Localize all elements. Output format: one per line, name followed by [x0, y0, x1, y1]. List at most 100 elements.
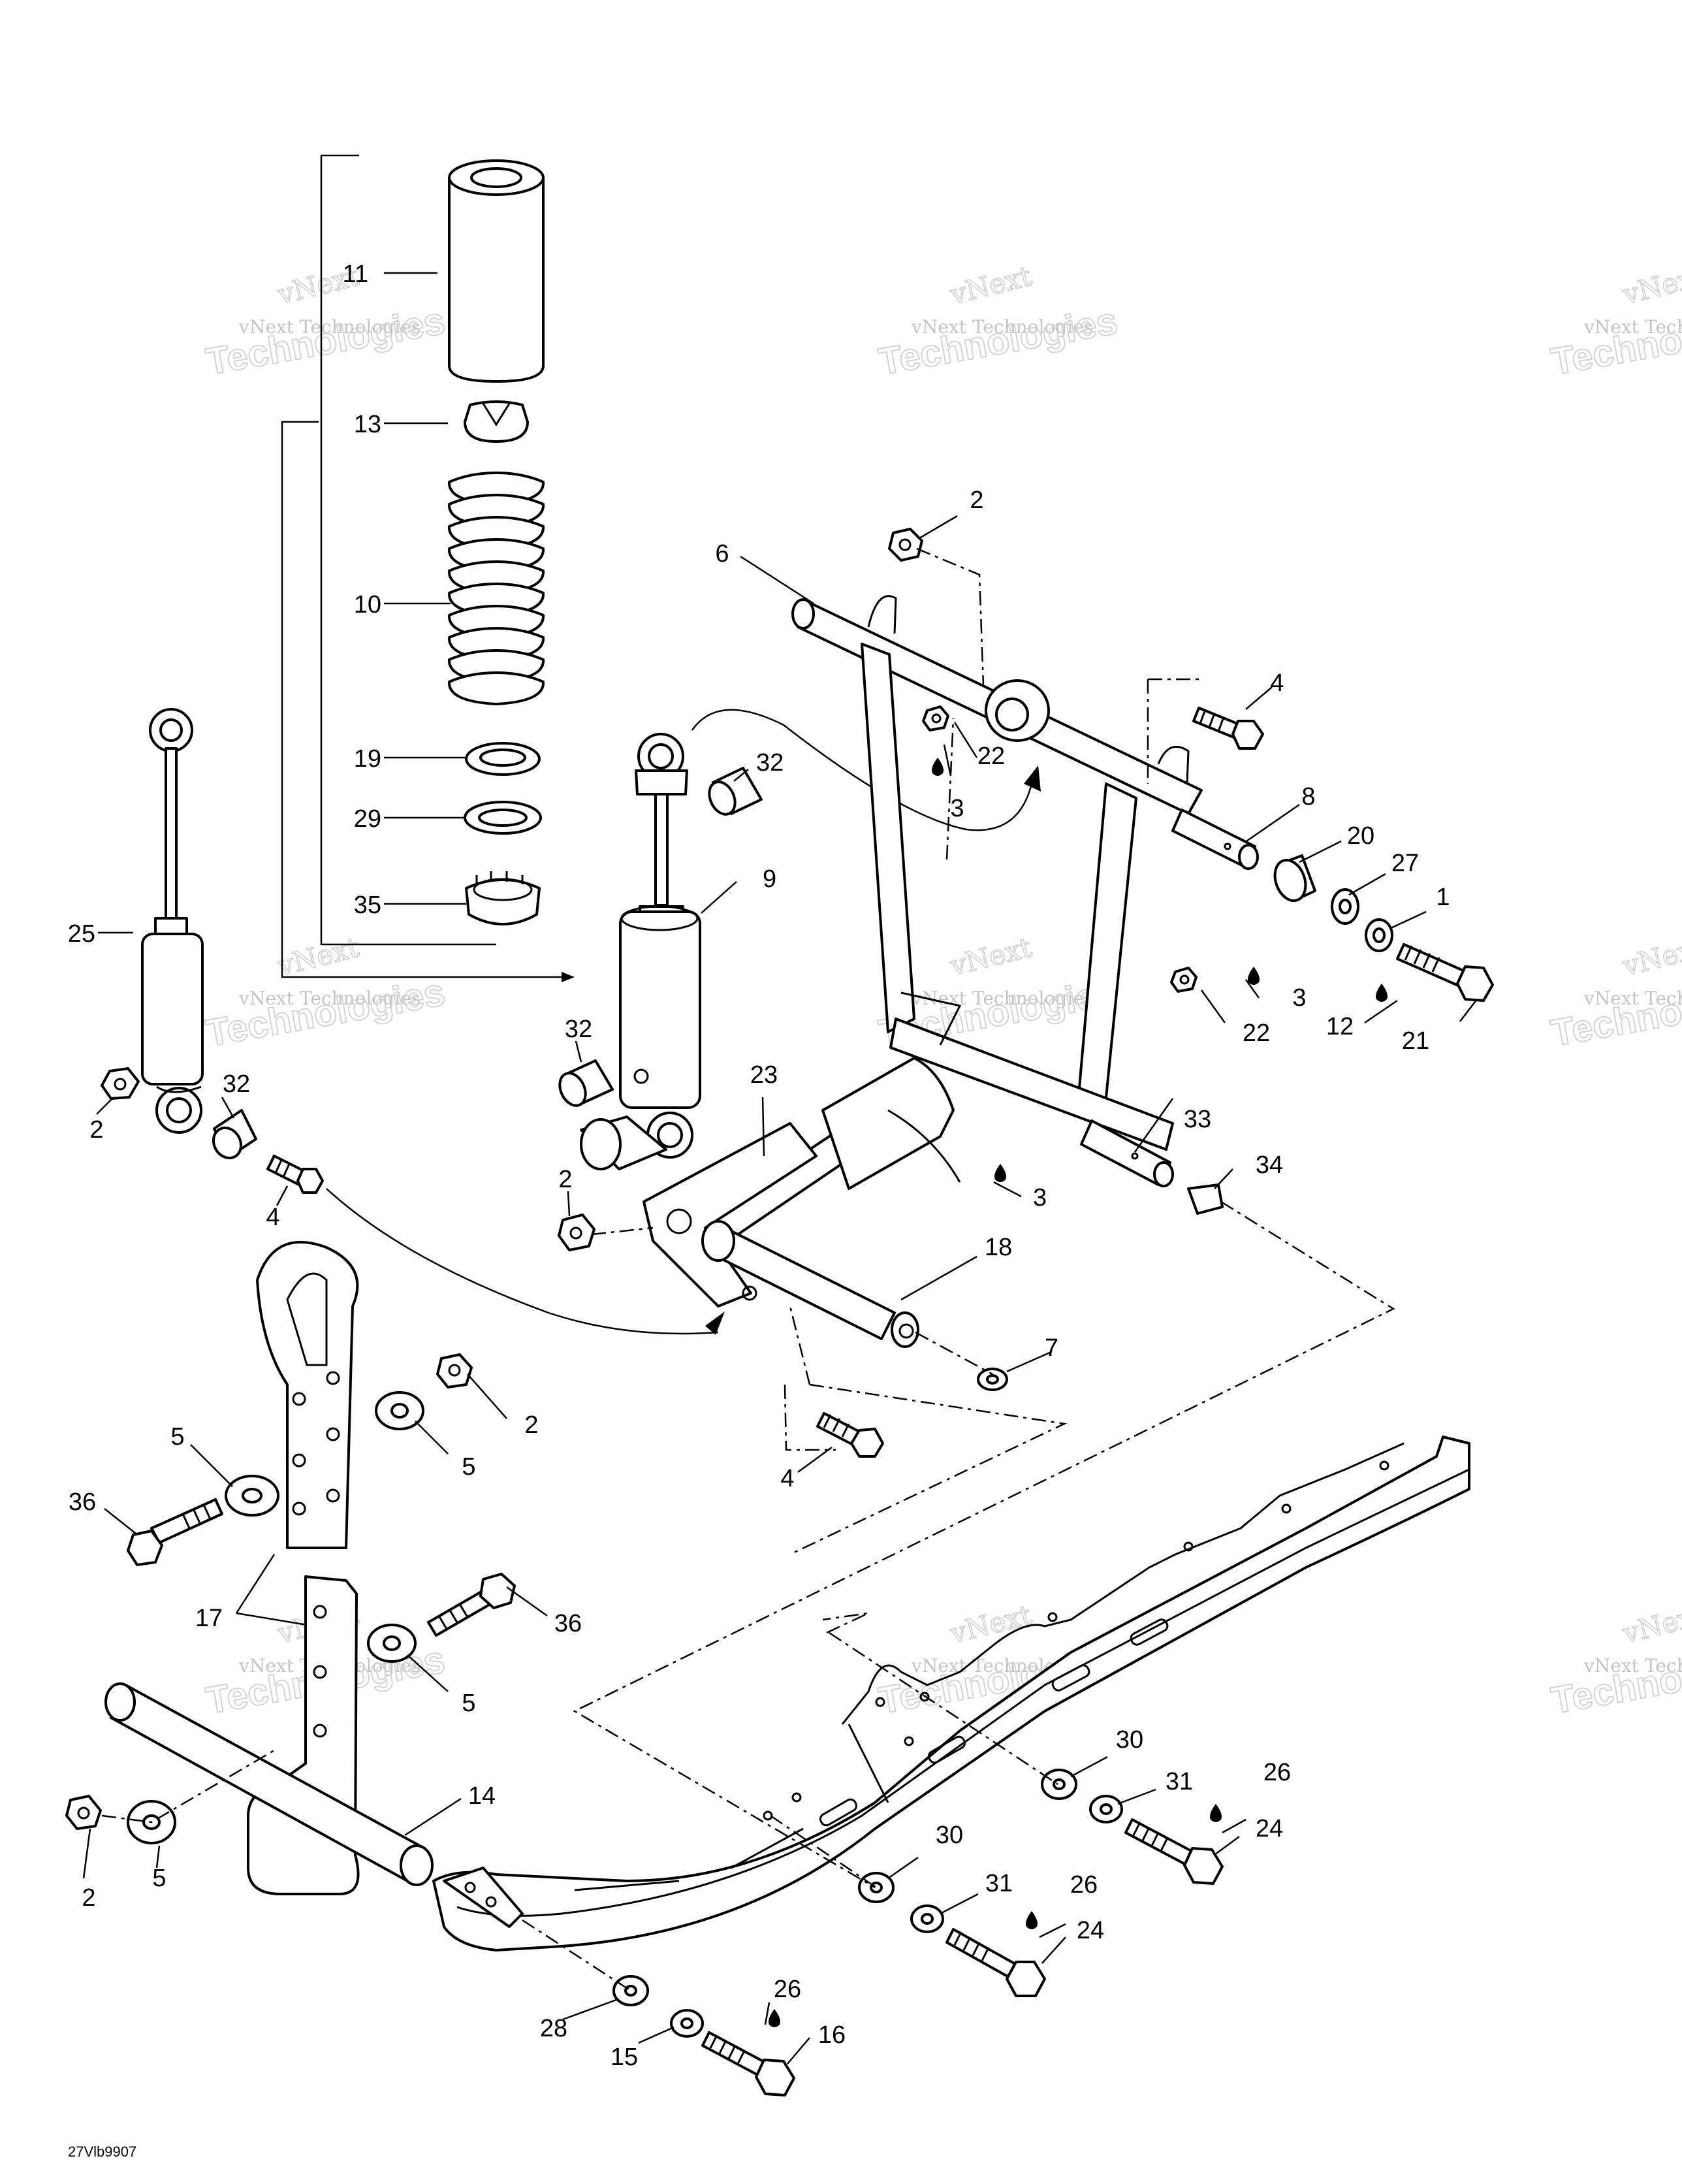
bolt-16 — [701, 2031, 795, 2096]
nut-2-axle — [65, 1795, 102, 1830]
callout-5: 5 — [462, 1690, 475, 1717]
bolt-4-lower — [816, 1412, 884, 1458]
callout-30: 30 — [1116, 1726, 1143, 1754]
nut-2-upper — [888, 528, 923, 562]
watermark-word: vNext — [1619, 260, 1682, 311]
callout-25: 25 — [68, 920, 95, 948]
callout-14: 14 — [468, 1782, 496, 1810]
coil-spring — [448, 472, 545, 705]
rear-shock-center — [619, 733, 701, 1159]
watermark-line: vNext Technologies — [911, 988, 1093, 1009]
spacer-20 — [1273, 854, 1316, 902]
bushing-32-lower — [558, 1059, 614, 1107]
watermark-word: vNext — [947, 1599, 1035, 1650]
callout-16: 16 — [818, 2021, 846, 2049]
washer-5-c — [367, 1624, 417, 1663]
callout-35: 35 — [354, 891, 381, 919]
callout-22: 22 — [1243, 1020, 1270, 1047]
assembly-lines — [101, 547, 1395, 1992]
callout-33: 33 — [1184, 1106, 1211, 1133]
washer-15 — [670, 2009, 704, 2038]
bolt-21 — [1396, 943, 1494, 1002]
callout-13: 13 — [354, 411, 381, 438]
callout-32: 32 — [756, 749, 784, 777]
spring-washer-29 — [464, 801, 542, 835]
spring-washer-19 — [465, 742, 541, 776]
watermark-line: vNext Technologies — [1583, 1655, 1682, 1677]
kit-bracket-lines — [281, 154, 575, 982]
callout-6: 6 — [715, 540, 729, 568]
callout-21: 21 — [1402, 1027, 1429, 1055]
watermark-line: vNext Technologies — [1583, 316, 1682, 338]
watermark-word: vNext — [947, 260, 1035, 311]
callout-32: 32 — [565, 1016, 592, 1043]
watermark-word: vNext — [274, 931, 362, 982]
callout-5: 5 — [152, 1865, 166, 1892]
callout-19: 19 — [354, 745, 381, 773]
callout-20: 20 — [1347, 822, 1374, 850]
bolt-4-left — [266, 1154, 324, 1194]
nut-2-left-shock — [101, 1067, 140, 1100]
callout-26: 26 — [1070, 1871, 1098, 1899]
threadlocker-drop — [1210, 1804, 1222, 1822]
threadlocker-drop — [994, 1164, 1006, 1182]
callout-26: 26 — [1263, 1759, 1291, 1786]
callout-12: 12 — [1326, 1013, 1354, 1040]
bolt-36-a — [127, 1498, 223, 1566]
callout-15: 15 — [611, 2044, 638, 2071]
callout-36: 36 — [554, 1610, 582, 1637]
threadlocker-drop — [932, 758, 944, 776]
callout-11: 11 — [343, 261, 368, 288]
washer-30-b — [858, 1872, 895, 1903]
callout-4: 4 — [1270, 669, 1284, 697]
washer-30-a — [1041, 1769, 1077, 1800]
callout-7: 7 — [1045, 1334, 1058, 1362]
threadlocker-drops — [769, 758, 1388, 2027]
callout-3: 3 — [1033, 1184, 1047, 1212]
threadlocker-drop — [1248, 967, 1260, 985]
callout-4: 4 — [266, 1204, 279, 1231]
watermark-word: Technologies — [203, 300, 448, 383]
rear-arm-23 — [580, 1057, 961, 1348]
callout-2: 2 — [89, 1116, 103, 1144]
callout-36: 36 — [69, 1488, 96, 1516]
threadlocker-drop — [1376, 984, 1388, 1002]
washer-31-a — [1089, 1795, 1123, 1823]
bolt-24-b — [945, 1928, 1046, 1997]
callout-26: 26 — [774, 1976, 801, 2003]
callout-2: 2 — [82, 1884, 95, 1912]
watermark-word: Technologies — [876, 300, 1120, 383]
plug-34 — [1187, 1183, 1224, 1215]
callout-9: 9 — [763, 865, 776, 893]
bolt-24-a — [1124, 1818, 1224, 1885]
callout-31: 31 — [985, 1870, 1013, 1897]
callout-2: 2 — [558, 1166, 572, 1193]
callout-23: 23 — [750, 1061, 778, 1089]
callout-labels: 11 13 10 19 29 35 25 2 32 4 32 9 32 23 2… — [68, 261, 1450, 2071]
threadlocker-drop — [769, 2009, 780, 2027]
washer-31-b — [910, 1904, 944, 1933]
callout-24: 24 — [1256, 1815, 1283, 1842]
nut-2-lower-arm — [558, 1213, 595, 1251]
callout-24: 24 — [1077, 1917, 1104, 1944]
callout-5: 5 — [170, 1423, 184, 1451]
callout-3: 3 — [1292, 984, 1306, 1012]
washer-5-b — [375, 1391, 424, 1430]
callout-1: 1 — [1436, 884, 1450, 911]
grease-fitting-22-a — [922, 705, 949, 731]
watermark-word: Technologies — [1548, 971, 1682, 1055]
watermark-line: vNext Technologies — [911, 316, 1093, 338]
washer-7 — [977, 1368, 1008, 1391]
callout-8: 8 — [1301, 783, 1315, 811]
watermark-word: vNext — [1619, 931, 1682, 982]
callout-3: 3 — [950, 795, 964, 822]
washer-5-a — [225, 1475, 279, 1517]
hanger-17-upper — [256, 1240, 359, 1549]
bushing-32-upper — [708, 767, 763, 816]
nut-2-hanger — [436, 1353, 473, 1389]
callout-31: 31 — [1166, 1768, 1193, 1795]
callout-5: 5 — [462, 1453, 475, 1481]
watermark-word: Technologies — [1548, 1639, 1682, 1722]
callout-10: 10 — [354, 591, 381, 618]
